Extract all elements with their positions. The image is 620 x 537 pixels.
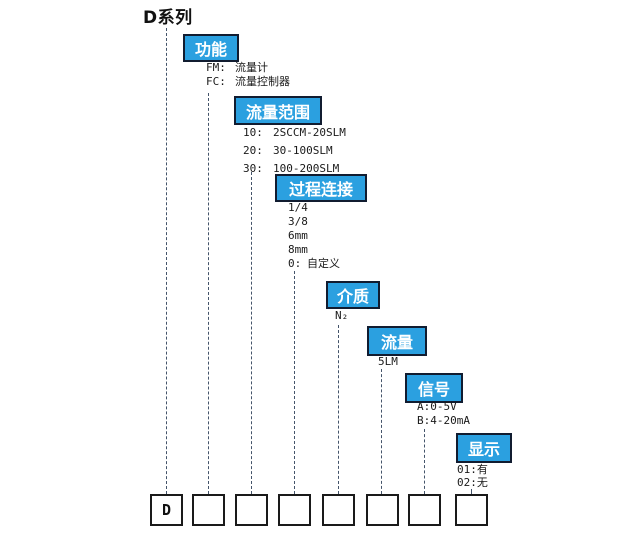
option-row: 30: 100-200SLM — [243, 160, 346, 178]
group-header-label: 信号 — [417, 380, 450, 399]
group-header-process-connection: 过程连接 — [275, 174, 367, 202]
group-header-display: 显示 — [456, 433, 512, 463]
option-list-process-connection: 1/4 3/8 6mm 8mm 0: 自定义 — [288, 201, 340, 271]
connector-line-series — [166, 28, 167, 494]
option-code: 3/8 — [288, 215, 308, 228]
option-row: 8mm — [288, 243, 340, 257]
connector-line-flow-range — [251, 172, 252, 494]
option-code: 30: — [243, 162, 263, 175]
connector-line-function — [208, 93, 209, 494]
group-header-label: 流量 — [380, 333, 413, 352]
option-list-signal: A:0-5V B:4-20mA — [417, 400, 470, 428]
option-code: 5LM — [378, 355, 398, 368]
option-row: 5LM — [378, 355, 398, 369]
group-header-label: 显示 — [467, 440, 500, 459]
option-row: 0: 自定义 — [288, 257, 340, 271]
group-header-label: 功能 — [194, 40, 227, 59]
option-row: 01:有 — [457, 463, 488, 476]
option-list-flow-range: 10: 2SCCM-20SLM 20: 30-100SLM 30: 100-20… — [243, 124, 346, 178]
option-desc: 2SCCM-20SLM — [273, 126, 346, 139]
option-code: 6mm — [288, 229, 308, 242]
option-code: 20: — [243, 144, 263, 157]
option-list-display: 01:有 02:无 — [457, 463, 488, 489]
connector-line-flow — [381, 369, 382, 494]
model-code-cell — [278, 494, 311, 526]
group-header-medium: 介质 — [326, 281, 380, 309]
option-row: N₂ — [335, 309, 348, 323]
option-row: FC: 流量控制器 — [206, 75, 290, 89]
group-header-function: 功能 — [183, 34, 239, 62]
model-code-cell — [408, 494, 441, 526]
option-row: 02:无 — [457, 476, 488, 489]
option-row: 6mm — [288, 229, 340, 243]
option-row: 20: 30-100SLM — [243, 142, 346, 160]
connector-line-display — [471, 489, 472, 494]
option-desc: 自定义 — [307, 257, 340, 270]
option-code: FC: — [206, 75, 226, 88]
group-header-label: 流量范围 — [245, 102, 310, 122]
model-code-cell — [366, 494, 399, 526]
option-code: 02:无 — [457, 476, 488, 489]
option-code: 10: — [243, 126, 263, 139]
option-code: 8mm — [288, 243, 308, 256]
option-row: B:4-20mA — [417, 414, 470, 428]
option-code: N₂ — [335, 309, 349, 322]
connector-line-process-connection — [294, 271, 295, 494]
option-list-flow: 5LM — [378, 355, 398, 369]
model-code-cell — [455, 494, 488, 526]
option-desc: 流量计 — [235, 61, 268, 74]
group-header-label: 介质 — [336, 287, 369, 306]
option-code: A:0-5V — [417, 400, 457, 413]
model-code-cell — [322, 494, 355, 526]
option-list-medium: N₂ — [335, 309, 348, 323]
option-desc: 100-200SLM — [273, 162, 340, 175]
option-row: 3/8 — [288, 215, 340, 229]
model-code-cell — [192, 494, 225, 526]
connector-line-medium — [338, 325, 339, 494]
option-desc: 流量控制器 — [235, 75, 290, 88]
option-row: A:0-5V — [417, 400, 470, 414]
option-list-function: FM: 流量计 FC: 流量控制器 — [206, 61, 290, 89]
option-row: 10: 2SCCM-20SLM — [243, 124, 346, 142]
group-header-flow-range: 流量范围 — [234, 96, 322, 125]
group-header-signal: 信号 — [405, 373, 463, 403]
model-code-cell — [235, 494, 268, 526]
option-code: 01:有 — [457, 463, 488, 476]
option-row: 1/4 — [288, 201, 340, 215]
group-header-flow: 流量 — [367, 326, 427, 356]
option-desc: 30-100SLM — [273, 144, 333, 157]
page-title: D系列 — [143, 8, 193, 28]
connector-line-signal — [424, 429, 425, 494]
model-code-cell-prefix: D — [150, 494, 183, 526]
option-code: 0: — [288, 257, 302, 270]
group-header-label: 过程连接 — [288, 180, 353, 199]
option-row: FM: 流量计 — [206, 61, 290, 75]
option-code: FM: — [206, 61, 226, 74]
option-code: 1/4 — [288, 201, 308, 214]
option-code: B:4-20mA — [417, 414, 470, 427]
